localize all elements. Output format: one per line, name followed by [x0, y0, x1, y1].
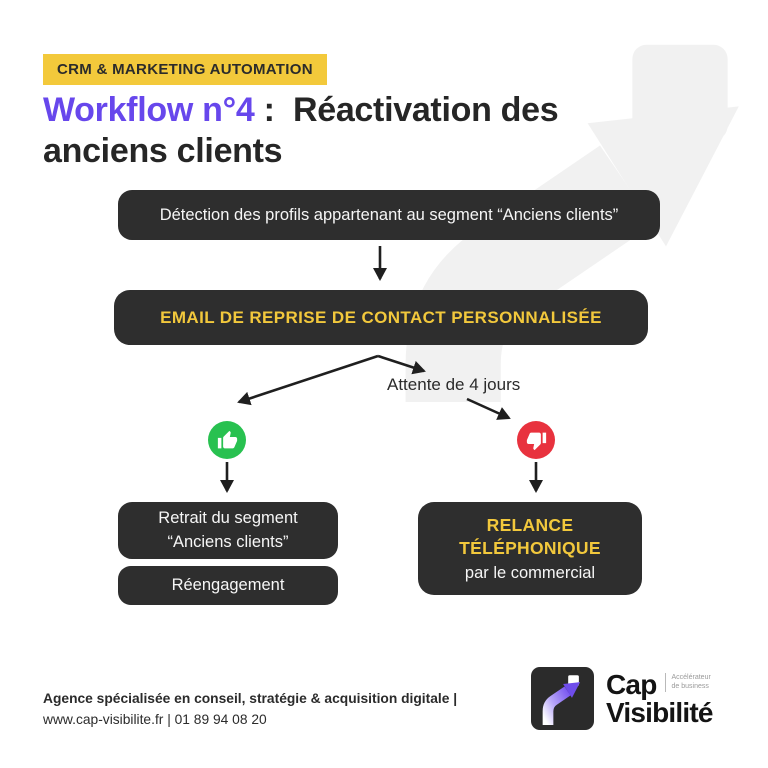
- footer-tagline: Agence spécialisée en conseil, stratégie…: [43, 691, 458, 706]
- brand-tagline-line2: de business: [671, 683, 709, 691]
- node-reengagement: Réengagement: [118, 566, 338, 605]
- node-remove-segment-label: Retrait du segment “Anciens clients”: [158, 508, 298, 551]
- arrow-wait-to-thumb-down: [466, 397, 511, 420]
- node-phone-title: RELANCE TÉLÉPHONIQUE: [459, 514, 601, 558]
- node-email-label: EMAIL DE REPRISE DE CONTACT PERSONNALISÉ…: [160, 307, 602, 327]
- node-reengagement-label: Réengagement: [171, 576, 285, 594]
- arrow-branch-right: [377, 354, 426, 375]
- brand-tagline-line1: Accélérateur: [671, 674, 711, 681]
- footer-contact: Agence spécialisée en conseil, stratégie…: [43, 688, 457, 731]
- wait-label: Attente de 4 jours: [387, 375, 521, 394]
- node-email: EMAIL DE REPRISE DE CONTACT PERSONNALISÉ…: [114, 290, 648, 345]
- footer-contact-details: www.cap-visibilite.fr | 01 89 94 08 20: [43, 712, 267, 728]
- arrow-branch-left: [237, 354, 379, 406]
- node-detection: Détection des profils appartenant au seg…: [118, 190, 660, 240]
- category-badge: CRM & MARKETING AUTOMATION: [43, 54, 327, 85]
- brand-text: Cap Accélérateur de business Visibilité: [606, 671, 713, 727]
- node-remove-segment: Retrait du segment “Anciens clients”: [118, 502, 338, 559]
- node-phone-followup: RELANCE TÉLÉPHONIQUE par le commercial: [418, 502, 642, 595]
- brand-name-line1: Cap: [606, 669, 657, 700]
- brand-logo-icon: [531, 667, 594, 730]
- brand-tagline: Accélérateur de business: [664, 673, 711, 692]
- title-highlight: Workflow n°4: [43, 91, 255, 129]
- node-phone-subtitle: par le commercial: [464, 564, 596, 583]
- page-title: Workflow n°4 : Réactivation des anciens …: [43, 90, 733, 173]
- thumbs-down-icon: [526, 432, 546, 450]
- thumbs-down-badge: [517, 421, 555, 459]
- brand-logo: Cap Accélérateur de business Visibilité: [531, 667, 713, 730]
- node-detection-label: Détection des profils appartenant au seg…: [159, 205, 619, 224]
- brand-name-line2: Visibilité: [606, 697, 713, 728]
- thumbs-up-icon: [217, 430, 237, 448]
- title-rest: : Réactivation des anciens clients: [43, 91, 559, 171]
- thumbs-up-badge: [208, 421, 246, 459]
- category-badge-label: CRM & MARKETING AUTOMATION: [57, 61, 313, 78]
